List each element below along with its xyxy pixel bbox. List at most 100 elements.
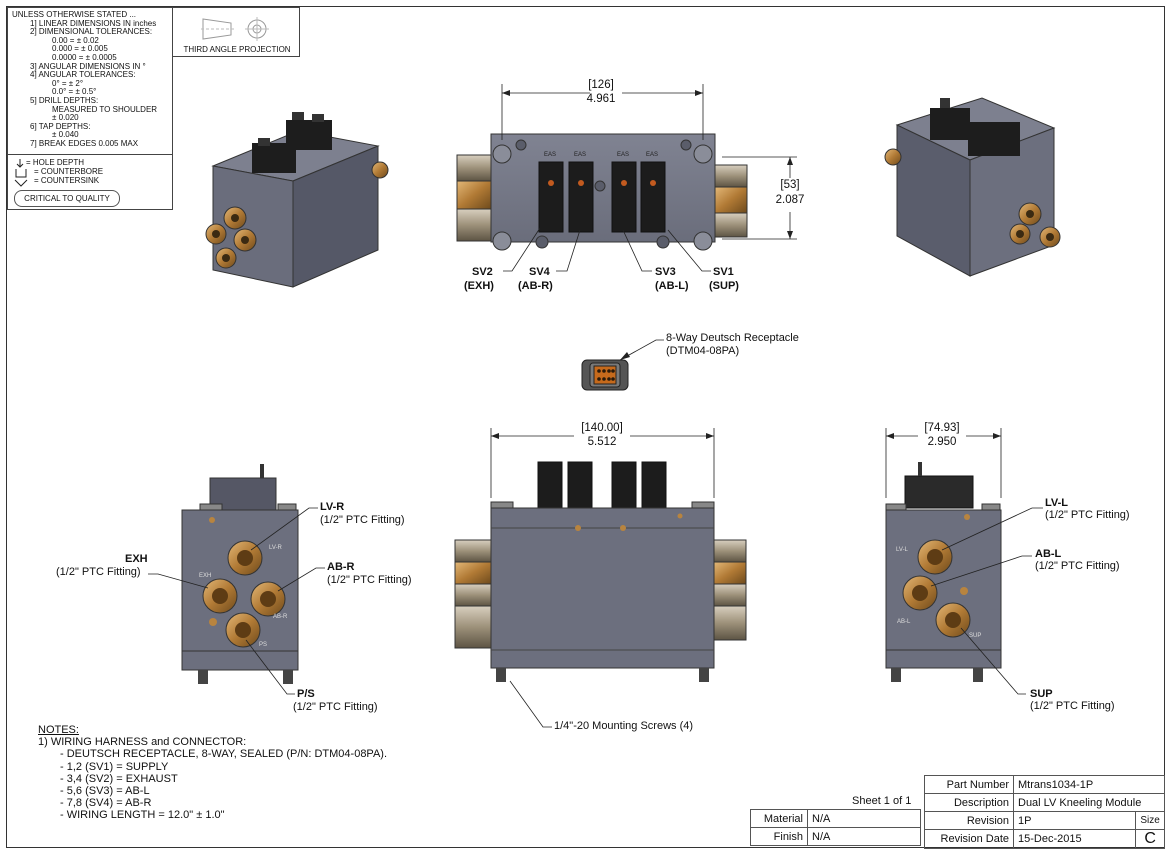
- valve-sv3: [611, 161, 637, 233]
- tolerance-block: UNLESS OTHERWISE STATED ... 1] LINEAR DI…: [7, 7, 173, 155]
- top-view: EAS EAS EAS EAS: [456, 84, 797, 272]
- tol-line: 4] ANGULAR TOLERANCES:: [30, 70, 136, 80]
- hole-symbols-icon: [14, 159, 28, 187]
- valve-sv4: [568, 161, 594, 233]
- note-line: - 3,4 (SV2) = EXHAUST: [60, 772, 178, 785]
- side-width-mm: [74.93]: [924, 422, 960, 434]
- receptacle-label: 8-Way Deutsch Receptacle: [666, 332, 799, 344]
- revision-date-label: Revision Date: [924, 829, 1014, 849]
- isometric-view-left: [205, 112, 389, 288]
- face-mark: PS: [259, 642, 267, 648]
- sv1-sublabel: (SUP): [709, 280, 739, 292]
- iso-connector-block: [930, 108, 970, 140]
- face-mark: AB-L: [897, 619, 911, 625]
- top-fitting-right: [714, 164, 748, 188]
- revision-date-value: 15-Dec-2015: [1012, 829, 1137, 849]
- size-value: C: [1135, 829, 1165, 849]
- iso-side-face: [292, 145, 379, 288]
- ps-ptc: (1/2" PTC Fitting): [293, 701, 378, 713]
- exh-ptc: (1/2" PTC Fitting): [56, 566, 141, 578]
- bolt-head: [492, 231, 512, 251]
- top-fitting-left: [456, 208, 492, 242]
- iso-connector-block: [968, 122, 1020, 156]
- note-line: - 1,2 (SV1) = SUPPLY: [60, 760, 169, 773]
- note-line: - 7,8 (SV4) = AB-R: [60, 797, 152, 810]
- material-value: N/A: [807, 809, 921, 828]
- tol-line: ± 0.020: [52, 113, 79, 123]
- ab-l-label: AB-L: [1035, 548, 1062, 560]
- front-width-in: 5.512: [587, 436, 617, 448]
- projection-box: THIRD ANGLE PROJECTION: [172, 7, 300, 57]
- exh-label: EXH: [125, 553, 148, 565]
- receptacle-part: (DTM04-08PA): [666, 345, 740, 357]
- top-width-in: 4.961: [586, 93, 616, 105]
- sv4-label: SV4: [529, 266, 550, 278]
- material-finish-table: Material N/A Finish N/A: [750, 809, 921, 846]
- ab-l-ptc: (1/2" PTC Fitting): [1035, 560, 1120, 572]
- iso-connector-block: [286, 120, 332, 150]
- sv4-sublabel: (AB-R): [518, 280, 553, 292]
- valve-mark: EAS: [646, 152, 658, 158]
- note-line: - DEUTSCH RECEPTACLE, 8-WAY, SEALED (P/N…: [60, 748, 388, 761]
- tol-line: 6] TAP DEPTHS:: [30, 121, 91, 131]
- tol-line: 2] DIMENSIONAL TOLERANCES:: [30, 27, 153, 37]
- bolt-head: [693, 144, 713, 164]
- third-angle-projection-icon: [201, 17, 269, 41]
- top-height-mm: [53]: [780, 179, 800, 191]
- part-number-label: Part Number: [924, 775, 1014, 794]
- tol-line: 0.000 = ± 0.005: [52, 44, 108, 54]
- left-side-view: LV-R EXH AB-R PS: [148, 464, 325, 695]
- lv-r-label: LV-R: [320, 501, 345, 513]
- ab-r-label: AB-R: [327, 561, 355, 573]
- symbol-legend: = HOLE DEPTH = COUNTERBORE = COUNTERSINK: [7, 154, 173, 210]
- tol-line: UNLESS OTHERWISE STATED ...: [12, 10, 137, 19]
- sv3-sublabel: (AB-L): [655, 280, 689, 292]
- tol-line: 7] BREAK EDGES 0.005 MAX: [30, 138, 139, 148]
- sv1-label: SV1: [713, 266, 734, 278]
- sv3-label: SV3: [655, 266, 676, 278]
- valve-sv2: [538, 161, 564, 233]
- face-mark: LV-R: [269, 545, 283, 551]
- valve-sv1: [640, 161, 666, 233]
- critical-to-quality-badge: CRITICAL TO QUALITY: [14, 190, 120, 207]
- drawing-border: [6, 6, 1165, 848]
- front-view: [454, 428, 747, 728]
- note-line: - WIRING LENGTH = 12.0" ± 1.0": [60, 809, 225, 822]
- lv-r-ptc: (1/2" PTC Fitting): [320, 514, 405, 526]
- revision-label: Revision: [924, 811, 1014, 830]
- isometric-view-right: [884, 97, 1061, 277]
- face-mark: EXH: [199, 573, 211, 579]
- valve-mark: EAS: [544, 152, 556, 158]
- notes-block: NOTES: 1) WIRING HARNESS and CONNECTOR: …: [38, 724, 387, 822]
- part-number-value: Mtrans1034-1P: [1013, 775, 1165, 794]
- tol-line: 0° = ± 2°: [52, 78, 84, 88]
- valve-mark: EAS: [617, 152, 629, 158]
- sv2-label: SV2: [472, 266, 493, 278]
- finish-value: N/A: [807, 827, 921, 846]
- sup-label: SUP: [1030, 688, 1053, 700]
- tol-line: MEASURED TO SHOULDER: [52, 104, 158, 114]
- face-mark: AB-R: [273, 614, 288, 620]
- ab-r-ptc: (1/2" PTC Fitting): [327, 574, 412, 586]
- size-label: Size: [1135, 811, 1165, 830]
- valve-mark: EAS: [574, 152, 586, 158]
- note-line: - 5,6 (SV3) = AB-L: [60, 785, 150, 798]
- tol-line: 1] LINEAR DIMENSIONS IN inches: [30, 18, 157, 28]
- tol-line: 0.0° = ± 0.5°: [52, 87, 97, 97]
- ps-label: P/S: [297, 688, 315, 700]
- projection-label: THIRD ANGLE PROJECTION: [183, 45, 291, 54]
- deutsch-receptacle: [581, 339, 664, 391]
- iso-front-face: [212, 165, 294, 288]
- front-view-body: [490, 507, 715, 669]
- sv2-sublabel: (EXH): [464, 280, 494, 292]
- tol-line: 0.00 = ± 0.02: [52, 35, 99, 45]
- sheet-label: Sheet 1 of 1: [852, 795, 912, 807]
- top-fitting-left: [456, 180, 492, 210]
- side-width-in: 2.950: [927, 436, 957, 448]
- top-fitting-right: [714, 212, 748, 238]
- sup-ptc: (1/2" PTC Fitting): [1030, 700, 1115, 712]
- description-label: Description: [924, 793, 1014, 812]
- notes-title: NOTES:: [38, 724, 79, 736]
- face-mark: LV-L: [896, 547, 909, 553]
- right-side-view: LV-L AB-L SUP: [885, 428, 1043, 695]
